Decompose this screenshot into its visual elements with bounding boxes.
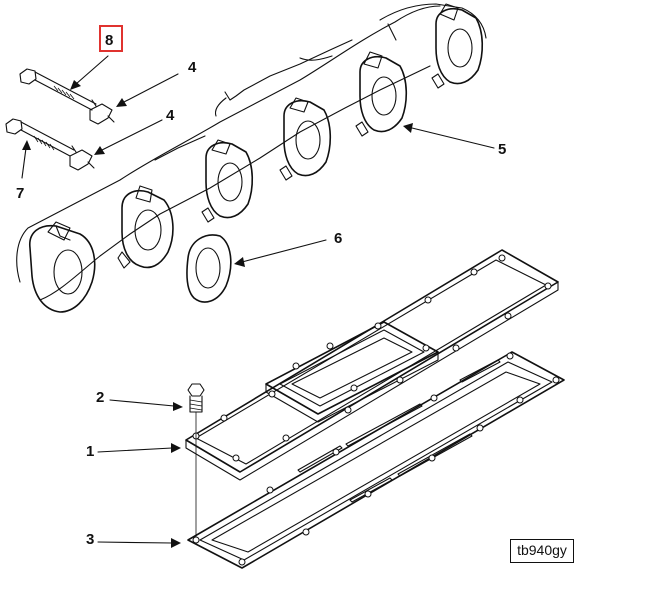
capscrew-long xyxy=(19,68,97,111)
manifold-port-rear xyxy=(431,3,484,89)
callout-4-lower: 4 xyxy=(166,107,175,124)
exhaust-manifold xyxy=(16,3,487,313)
reference-code-label: tb940gy xyxy=(510,539,574,563)
callout-8-highlight xyxy=(99,25,123,52)
callout-2: 2 xyxy=(96,389,104,406)
manifold-port-front xyxy=(29,221,96,313)
manifold-gasket xyxy=(186,234,232,303)
leader-lines xyxy=(21,55,495,548)
lock-plate-upper xyxy=(89,99,115,125)
manifold-port-3 xyxy=(201,139,254,223)
lock-plate-lower xyxy=(69,145,95,171)
manifold-port-2 xyxy=(117,185,174,269)
cover-gasket xyxy=(187,351,565,569)
callout-4-upper: 4 xyxy=(188,59,197,76)
callout-5: 5 xyxy=(498,141,506,158)
callout-8: 8 xyxy=(105,32,113,49)
callout-7: 7 xyxy=(16,185,24,202)
capscrew-short xyxy=(5,118,75,157)
cover-capscrew xyxy=(187,383,205,540)
callout-6: 6 xyxy=(334,230,342,247)
callout-3: 3 xyxy=(86,531,94,548)
manifold-port-5 xyxy=(355,51,408,137)
manifold-port-4 xyxy=(279,97,332,181)
callout-1: 1 xyxy=(86,443,94,460)
